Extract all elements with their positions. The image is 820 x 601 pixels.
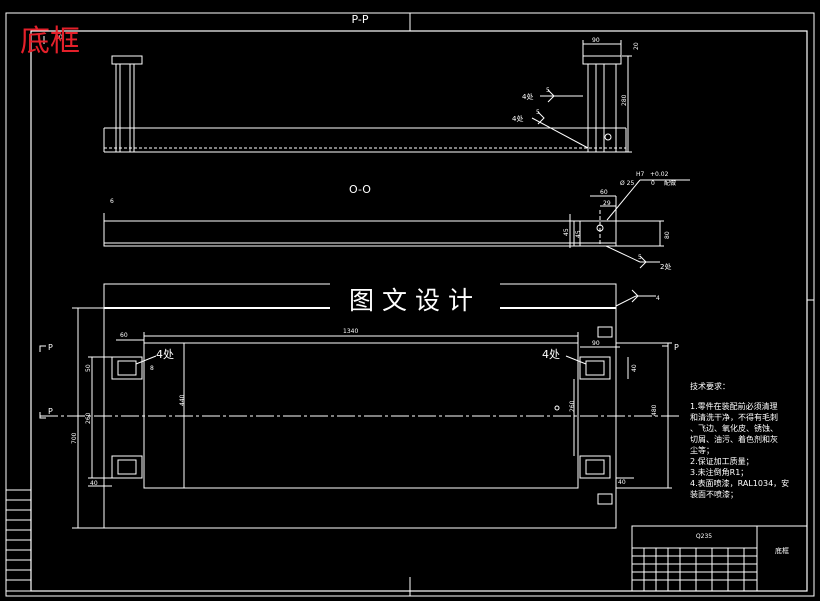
tech-line: 装面不喷漆； xyxy=(690,489,738,499)
tech-line: 、飞边、氧化皮、锈蚀、 xyxy=(690,423,778,433)
title-block xyxy=(631,525,808,592)
titleblock-material: Q235 xyxy=(696,533,712,540)
dim-20-top: 20 xyxy=(55,34,63,41)
callout-4-plan-left: 4处 xyxy=(156,348,174,361)
view-plan xyxy=(39,283,680,529)
dim-40-right-bot: 40 xyxy=(618,479,626,486)
dim-700: 700 xyxy=(71,432,78,444)
fit-label: H7 xyxy=(636,171,645,178)
tech-line: 3.未注倒角R1； xyxy=(690,467,748,477)
tech-line: 4.表面喷漆，RAL1034，安 xyxy=(690,478,789,488)
dim-80: 80 xyxy=(664,231,671,239)
dim-45b: 45 xyxy=(575,230,582,238)
dim-8: 8 xyxy=(150,365,154,372)
watermark-title: 底框 xyxy=(20,24,80,59)
tech-title: 技术要求： xyxy=(690,381,730,391)
dim-40-left: 40 xyxy=(90,480,98,487)
dim-260-left: 260 xyxy=(85,412,92,424)
fit-upper: +0.02 xyxy=(650,171,669,178)
dim-50: 50 xyxy=(85,364,92,372)
banner-overlay: 图文设计 xyxy=(330,283,500,319)
section-label-oo: O-O xyxy=(349,183,371,196)
dim-20-right: 20 xyxy=(633,42,640,50)
tech-line: 2.保证加工质量； xyxy=(690,456,754,466)
callout-4a: 4处 xyxy=(522,92,533,101)
dim-45a: 45 xyxy=(563,228,570,236)
dim-1340: 1340 xyxy=(343,328,358,335)
dim-60-sec: 60 xyxy=(600,189,608,196)
callout-2: 2处 xyxy=(660,262,671,271)
dim-6-small: 6 xyxy=(110,198,114,205)
side-strip xyxy=(5,489,32,592)
inner-border xyxy=(30,30,808,592)
dim-260-right: 260 xyxy=(569,400,576,412)
dim-60-plan: 60 xyxy=(120,332,128,339)
weld-5b: 5 xyxy=(536,109,540,116)
section-marker-p-left-mid: P xyxy=(48,407,53,416)
section-marker-p-right-top: P xyxy=(674,343,679,352)
tech-line: 尘等； xyxy=(690,445,714,455)
dim-280: 280 xyxy=(621,94,628,106)
weld-5a: 5 xyxy=(546,87,550,94)
view-pp xyxy=(43,36,632,153)
section-label-pp: P-P xyxy=(352,13,369,26)
weld-5c: 5 xyxy=(638,254,642,261)
dim-440: 440 xyxy=(179,394,186,406)
fit-dia: Ø 25 xyxy=(620,180,634,187)
fit-note: 配做 xyxy=(664,179,676,187)
section-marker-p-left-top: P xyxy=(48,343,53,352)
tech-line: 和清洗干净，不得有毛刺 xyxy=(690,412,778,422)
callout-4b: 4处 xyxy=(512,114,523,123)
callout-4-plan-right: 4处 xyxy=(542,348,560,361)
fit-lower: 0 xyxy=(651,180,655,187)
tech-line: 1.零件在装配前必须清理 xyxy=(690,401,778,411)
view-oo xyxy=(103,179,690,269)
dim-90-top: 90 xyxy=(592,37,600,44)
tech-requirements: 技术要求： 1.零件在装配前必须清理 和清洗干净，不得有毛刺 、飞边、氧化皮、锈… xyxy=(690,381,789,499)
dim-90-plan: 90 xyxy=(592,340,600,347)
dim-40-right-top: 40 xyxy=(631,364,638,372)
tech-line: 切屑、油污、着色剂和灰 xyxy=(690,434,778,444)
dim-480: 480 xyxy=(651,404,658,416)
dim-29: 29 xyxy=(603,200,611,207)
weld-4: 4 xyxy=(656,295,660,302)
titleblock-name: 底框 xyxy=(775,546,789,555)
